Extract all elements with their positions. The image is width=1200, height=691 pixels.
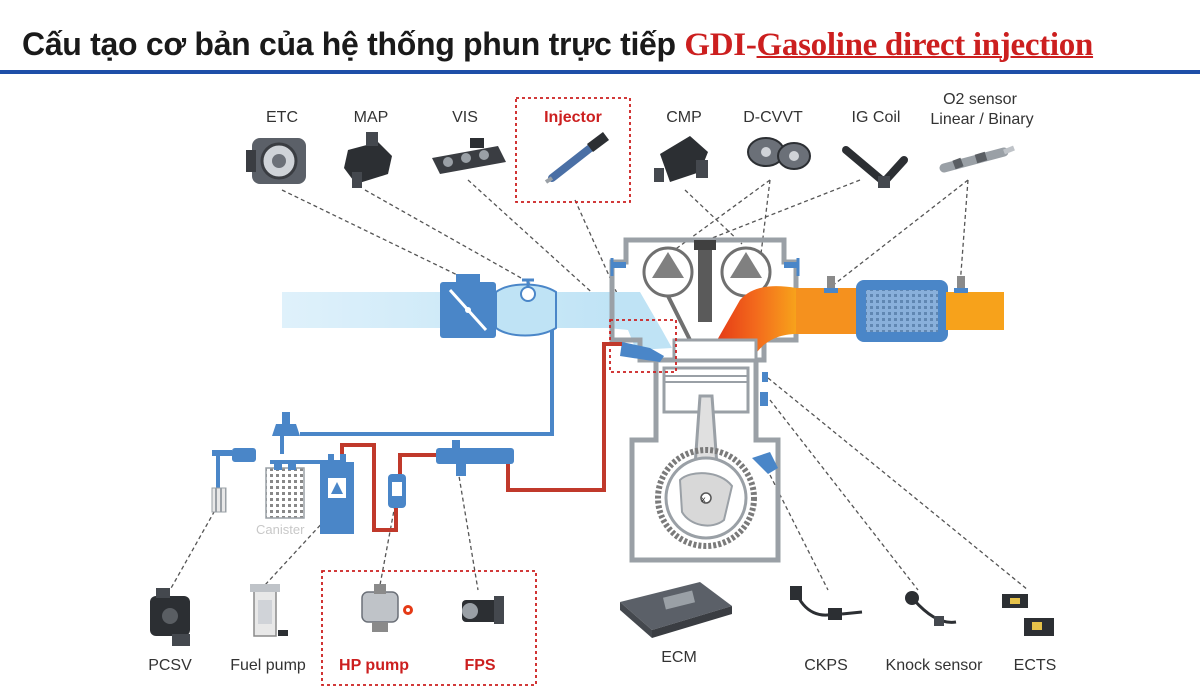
knock-sensor-icon (905, 591, 957, 626)
o2-sensor-icon (939, 145, 1015, 173)
leader-fuelpump (264, 519, 326, 586)
labels-bottom: PCSV Fuel pump HP pump FPS ECM CKPS Knoc… (148, 570, 1057, 686)
svg-text:x: x (701, 495, 706, 504)
hp-fuel-highlight-box (321, 570, 537, 686)
ects-mount (762, 372, 768, 382)
engine-block (629, 360, 781, 563)
label-ecm: ECM (661, 649, 697, 666)
pcsv-icon (150, 588, 190, 646)
leader-map (364, 189, 531, 284)
label-o2-line2: Linear / Binary (930, 111, 1033, 128)
label-knock: Knock sensor (886, 657, 984, 674)
leader-hppump (379, 504, 396, 586)
knock-sensor-mount (760, 392, 768, 406)
label-etc: ETC (266, 109, 298, 126)
map-sensor-mount (520, 286, 536, 302)
o2-sensor-downstream (954, 276, 968, 293)
label-o2-line1: O2 sensor (943, 91, 1017, 108)
intake-duct (282, 274, 672, 350)
hp-pump-in-system (388, 474, 406, 508)
label-hppump: HP pump (339, 657, 409, 674)
ckps-mount (752, 452, 778, 474)
fps-icon (462, 596, 504, 624)
leader-igcoil (701, 179, 861, 243)
cmp-icon (654, 136, 708, 182)
label-dcvvt: D-CVVT (743, 109, 803, 126)
leader-o2-b (959, 179, 969, 287)
title-main: Cấu tạo cơ bản của hệ thống phun trực ti… (22, 26, 685, 62)
leader-fps (457, 469, 479, 591)
leader-etc (281, 189, 479, 286)
ects-icon (1002, 594, 1054, 636)
injector-highlight-box (515, 97, 631, 203)
leader-pcsv (169, 504, 219, 591)
igcoil-icon (842, 146, 908, 188)
label-pcsv: PCSV (148, 657, 192, 674)
pcsv-in-system (211, 448, 256, 513)
label-fps: FPS (464, 657, 495, 674)
leader-knock (769, 399, 919, 591)
labels-top: ETC MAP VIS Injector CMP D-CVVT IG Coil … (266, 91, 1034, 128)
vis-icon (432, 138, 506, 174)
ckps-icon (790, 586, 863, 620)
page-title: Cấu tạo cơ bản của hệ thống phun trực ti… (22, 26, 1093, 64)
label-ects: ECTS (1014, 657, 1057, 674)
title-accent-prefix: GDI- (684, 27, 757, 63)
spark-plug (698, 248, 712, 322)
o2-sensor-upstream (824, 276, 838, 293)
fuel-system-parts: Canister (211, 412, 514, 537)
label-fuelpump: Fuel pump (230, 657, 306, 674)
label-map: MAP (354, 109, 389, 126)
label-injector: Injector (544, 109, 602, 126)
fuel-tank-pump (320, 454, 354, 534)
title-accent-underlined: Gasoline direct injection (756, 27, 1094, 63)
engine: x (609, 237, 800, 563)
title-rule (0, 70, 1200, 74)
leader-cmp (684, 189, 743, 245)
label-cmp: CMP (666, 109, 702, 126)
etc-icon (246, 138, 306, 184)
fuelpump-icon (250, 584, 288, 637)
purge-valve-tee (272, 424, 300, 436)
fuel-lines (340, 342, 622, 532)
label-igcoil: IG Coil (852, 109, 901, 126)
canister-label: Canister (256, 522, 305, 537)
dcvvt-icon (747, 137, 811, 170)
fuel-rail (436, 440, 514, 476)
canister: Canister (256, 462, 305, 537)
crank-trigger-wheel (655, 447, 757, 549)
leader-ects (767, 377, 1029, 591)
exhaust-pipe (796, 276, 1004, 342)
label-ckps: CKPS (804, 657, 848, 674)
leader-dcvvt-b (759, 179, 771, 263)
label-vis: VIS (452, 109, 478, 126)
map-icon (344, 132, 392, 188)
ecm-icon (620, 582, 732, 638)
leader-o2-a (831, 179, 969, 287)
title-bar: Cấu tạo cơ bản của hệ thống phun trực ti… (0, 0, 1200, 78)
injector-icon (515, 97, 631, 203)
hppump-icon (361, 584, 413, 632)
